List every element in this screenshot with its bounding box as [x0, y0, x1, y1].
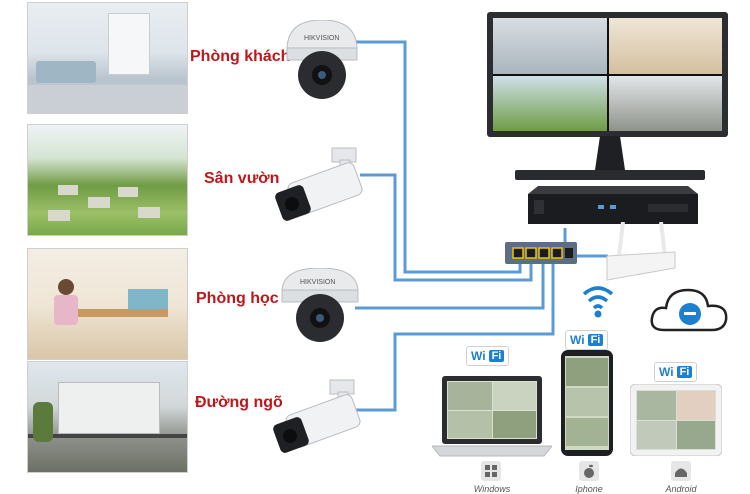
screen-feed	[608, 75, 722, 131]
cable-living-room	[355, 40, 522, 274]
bullet-camera-icon	[273, 379, 361, 453]
monitor-screen	[493, 18, 722, 131]
dome-camera-icon: HIKVISION	[286, 20, 358, 99]
monitor	[487, 12, 728, 137]
label-garden: Sân vườn	[204, 170, 280, 187]
screen-feed	[493, 18, 607, 74]
screen-feed	[608, 18, 722, 74]
living-room-photo	[27, 2, 188, 114]
wifi-wi-text: Wi	[659, 365, 674, 379]
dome-camera-icon: HIKVISION	[281, 268, 359, 342]
label-study-room: Phòng học	[196, 290, 279, 307]
camera-brand: HIKVISION	[300, 279, 335, 286]
bullet-camera-icon	[275, 147, 363, 221]
cable-study-room	[355, 262, 545, 310]
wifi-router-icon	[606, 222, 676, 281]
label-driveway: Đường ngõ	[195, 394, 283, 411]
laptop-icon	[432, 376, 552, 457]
wifi-wi-text: Wi	[570, 333, 585, 347]
screen-feed	[493, 75, 607, 131]
wifi-fi-text: Fi	[676, 366, 693, 378]
smartphone-icon	[561, 350, 613, 456]
cable-garden	[360, 173, 533, 282]
wifi-badge: Wi Fi	[466, 346, 510, 366]
wifi-wi-text: Wi	[471, 349, 486, 363]
android-icon	[671, 461, 691, 481]
wifi-fi-text: Fi	[587, 334, 604, 346]
study-room-photo	[27, 248, 188, 360]
os-label-iphone: Iphone	[575, 484, 603, 494]
garden-photo	[27, 124, 188, 236]
network-switch-icon	[505, 242, 577, 264]
nvr-recorder-icon	[528, 186, 698, 224]
os-label-android: Android	[665, 484, 697, 494]
driveway-photo	[27, 361, 188, 473]
cable-driveway	[355, 262, 555, 412]
apple-icon	[579, 461, 599, 481]
monitor-stand	[515, 136, 705, 180]
windows-icon	[481, 461, 501, 481]
camera-brand: HIKVISION	[304, 35, 339, 42]
wireless-signal-icon	[582, 286, 614, 318]
wifi-badge: Wi Fi	[565, 330, 609, 350]
wifi-badge: Wi Fi	[654, 362, 698, 382]
os-label-windows: Windows	[473, 484, 511, 494]
label-living-room: Phòng khách	[190, 48, 291, 65]
wifi-fi-text: Fi	[488, 350, 505, 362]
internet-cloud-icon	[650, 288, 728, 332]
tablet-icon	[630, 384, 722, 456]
